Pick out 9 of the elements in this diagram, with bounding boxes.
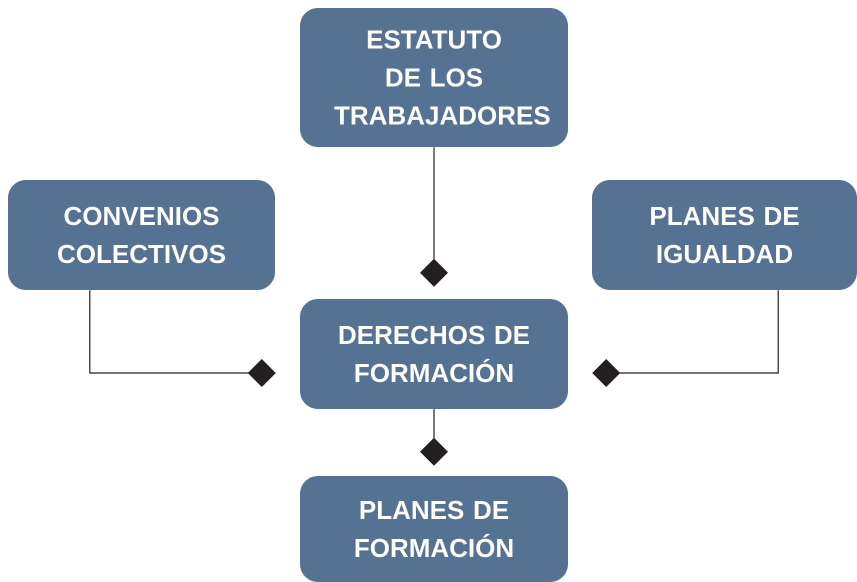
process-box: PLANES DE IGUALDAD bbox=[592, 180, 857, 290]
connector bbox=[420, 147, 448, 287]
process-box: ESTATUTO DE LOS TRABAJADORES bbox=[300, 8, 568, 147]
process-box: CONVENIOS COLECTIVOS bbox=[8, 180, 275, 290]
connector bbox=[420, 409, 448, 466]
connector bbox=[592, 290, 779, 387]
process-box: PLANES DE FORMACIÓN bbox=[300, 476, 568, 582]
process-box: DERECHOS DE FORMACIÓN bbox=[300, 299, 568, 409]
connector bbox=[89, 290, 276, 387]
